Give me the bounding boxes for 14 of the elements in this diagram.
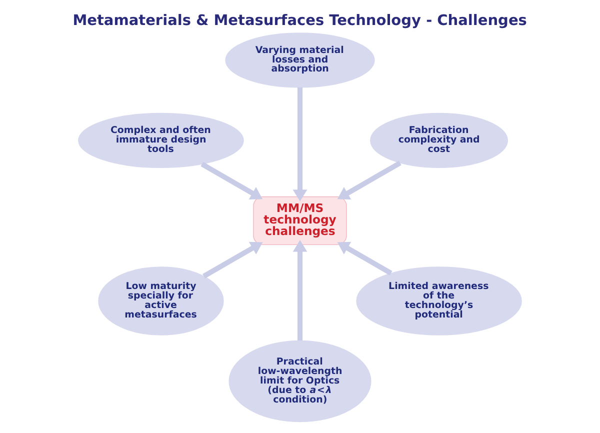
node-ellipse: Practical low-wavelength limit for Optics (due to a<λ condition): [228, 340, 372, 422]
node-ellipse: Low maturity specially for active metasurfaces: [98, 266, 224, 336]
arrow: [337, 242, 392, 276]
node-ellipse: Varying material losses and absorption: [225, 32, 375, 88]
arrow: [200, 162, 263, 200]
arrow: [292, 240, 308, 341]
arrow: [202, 242, 263, 278]
arrow: [292, 87, 308, 202]
node-ellipse: Fabrication complexity and cost: [370, 112, 508, 168]
node-box: MM/MS technology challenges: [253, 196, 347, 246]
node-ellipse: Complex and often immature design tools: [78, 112, 244, 168]
node-ellipse: Limited awareness of the technology’s potential: [356, 266, 522, 336]
arrow: [337, 160, 402, 200]
diagram-title: Metamaterials & Metasurfaces Technology - Challenges: [72, 12, 527, 29]
